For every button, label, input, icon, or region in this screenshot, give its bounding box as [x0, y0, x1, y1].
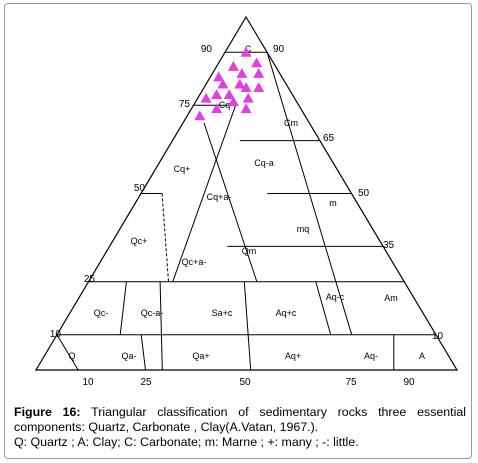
bottom-tick-25: 25: [140, 377, 152, 388]
region-label-Qa-: Qa-: [121, 351, 136, 361]
region-label-Aq-: Aq-: [364, 351, 378, 361]
diagonal-lower-right: [266, 52, 353, 335]
region-label-Qc+: Qc+: [131, 236, 148, 246]
diagonal-upper: [203, 122, 258, 282]
sample-marker: [251, 57, 263, 68]
region-label-Aq-c: Aq-c: [326, 292, 345, 302]
ternary-diagram: 90 75 50 25 10 90 65 50 35 10 10 25 50 7…: [34, 15, 459, 388]
region-label-Aq+c: Aq+c: [276, 308, 297, 318]
figure-label: Figure 16:: [14, 405, 81, 419]
region-label-Cq-a: Cq-a: [254, 158, 274, 168]
sample-marker: [236, 67, 248, 78]
bottom-tick-10: 10: [82, 377, 94, 388]
region-label-Q: Q: [68, 351, 75, 361]
left-tick-90: 90: [201, 44, 213, 55]
sample-marker: [242, 92, 254, 103]
region-label-m: m: [329, 198, 337, 208]
vertical-qc-small: [119, 281, 127, 335]
figure-frame: [4, 3, 472, 459]
sample-marker: [240, 82, 252, 92]
sample-marker: [200, 92, 212, 103]
left-tick-50: 50: [134, 183, 146, 194]
region-label-Cm: Cm: [284, 118, 298, 128]
right-tick-65: 65: [323, 133, 335, 144]
region-label-A: A: [419, 351, 425, 361]
region-label-Qc-a-: Qc-a-: [141, 308, 164, 318]
vertical-25a: [159, 281, 163, 371]
sample-marker: [194, 110, 206, 121]
sample-marker: [227, 96, 239, 107]
region-label-C: C: [245, 44, 252, 54]
region-label-Qm: Qm: [242, 246, 257, 256]
bottom-tick-50: 50: [239, 377, 251, 388]
dashed-qc: [161, 193, 169, 282]
vertical-75a: [315, 281, 332, 335]
figure-caption: Figure 16: Triangular classification of …: [14, 405, 466, 450]
vertical-10: [56, 334, 79, 371]
sample-marker: [211, 89, 223, 100]
region-label-Qa+: Qa+: [192, 351, 209, 361]
bottom-tick-90: 90: [403, 377, 415, 388]
left-tick-75: 75: [179, 99, 191, 110]
caption-line-1: Figure 16: Triangular classification of …: [14, 405, 466, 420]
region-label-Cq-: Cq-: [219, 100, 234, 110]
right-tick-50: 50: [358, 188, 370, 199]
sample-marker: [227, 60, 239, 71]
left-tick-10: 10: [50, 329, 62, 340]
right-tick-10: 10: [432, 331, 444, 342]
region-label-Qc+a-: Qc+a-: [182, 257, 207, 267]
sample-marker: [234, 78, 246, 89]
vertical-50a: [243, 281, 252, 371]
sample-marker: [213, 71, 225, 82]
right-tick-35: 35: [383, 240, 395, 251]
caption-title: Triangular classification of sedimentary…: [91, 405, 467, 419]
vertical-25b: [140, 334, 146, 371]
region-label-Aq+: Aq+: [285, 351, 301, 361]
sample-marker: [253, 82, 265, 92]
bottom-tick-75: 75: [345, 377, 357, 388]
region-label-Cq+a-: Cq+a-: [207, 192, 232, 202]
region-boundaries: [34, 15, 459, 371]
diagonal-qm-left: [172, 105, 237, 282]
sample-marker: [240, 46, 252, 57]
sample-marker: [217, 78, 229, 89]
sample-markers: [194, 46, 265, 121]
sample-marker: [253, 67, 265, 78]
sample-marker: [223, 89, 235, 100]
caption-legend: Q: Quartz ; A: Clay; C: Carbonate; m: Ma…: [14, 435, 359, 449]
sample-marker: [211, 103, 223, 114]
left-tick-25: 25: [84, 274, 96, 285]
region-label-Qc-: Qc-: [94, 308, 109, 318]
caption-line-2: components: Quartz, Carbonate , Clay(A.V…: [14, 420, 319, 434]
region-label-Am: Am: [384, 293, 398, 303]
region-label-mq: mq: [297, 224, 310, 234]
right-tick-90: 90: [273, 44, 285, 55]
sample-marker: [240, 103, 252, 114]
region-label-Cq+: Cq+: [174, 164, 191, 174]
region-label-Sa+c: Sa+c: [212, 308, 233, 318]
